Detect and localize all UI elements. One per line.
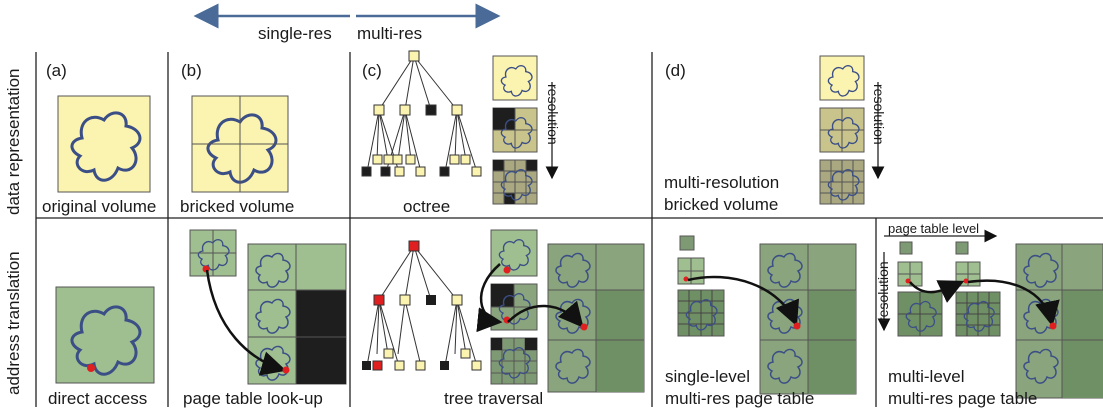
row-label-data-representation: data representation <box>4 68 23 216</box>
direct-access-volume <box>55 286 155 384</box>
multi-res-label: multi-res <box>357 24 423 43</box>
caption-original-volume: original volume <box>42 197 157 216</box>
caption-direct-access: direct access <box>48 389 148 408</box>
single-level-page-table <box>677 235 857 395</box>
caption-bricked-volume-d: bricked volume <box>664 195 779 214</box>
caption-multi-resolution: multi-resolution <box>664 173 780 192</box>
resolution-label-d2: resolution <box>875 261 891 322</box>
caption-tree-traversal: tree traversal <box>444 389 544 408</box>
caption-single-multi-res-page-table: multi-res page table <box>665 389 815 408</box>
resolution-label-d: resolution <box>871 84 887 145</box>
caption-page-table-look-up: page table look-up <box>183 389 323 408</box>
resolution-label-c: resolution <box>545 84 561 145</box>
row-label-address-translation: address translation <box>4 251 23 395</box>
single-res-label: single-res <box>258 24 332 43</box>
page-table-level-label: page table level <box>888 221 980 236</box>
caption-octree: octree <box>403 197 451 216</box>
tree-traversal <box>362 229 645 393</box>
caption-multi-level: multi-level <box>888 367 965 386</box>
original-volume <box>57 95 151 193</box>
grid-lines <box>35 52 1103 407</box>
panel-letter-c: (c) <box>362 61 382 80</box>
multi-level-page-table <box>877 229 1103 399</box>
octree-resolution-stack <box>492 55 559 205</box>
caption-bricked-volume: bricked volume <box>180 197 295 216</box>
multi-resolution-bricked-volume <box>819 55 885 205</box>
bricked-volume <box>191 95 289 193</box>
octree <box>361 50 482 177</box>
panel-letter-b: (b) <box>181 61 202 80</box>
caption-multi-multi-res-page-table: multi-res page table <box>888 389 1038 408</box>
caption-single-level: single-level <box>665 367 751 386</box>
panel-letter-a: (a) <box>46 61 67 80</box>
panel-letter-d: (d) <box>665 61 686 80</box>
page-table-lookup <box>189 229 347 385</box>
